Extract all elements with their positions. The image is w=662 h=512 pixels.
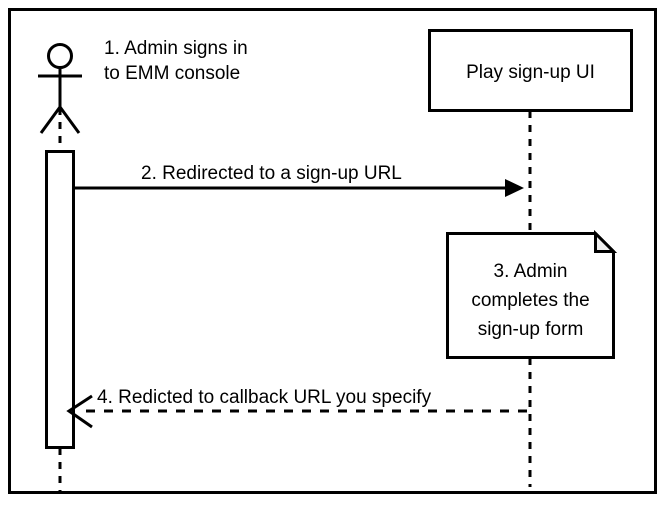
step-1-line-1: 1. Admin signs in xyxy=(104,38,248,59)
note-shape xyxy=(446,229,618,359)
step-1-line-2: to EMM console xyxy=(104,63,240,84)
participant-label: Play sign-up UI xyxy=(466,62,595,83)
note-line-2: completes the xyxy=(471,290,589,311)
actor-activation-bar xyxy=(45,150,75,449)
message-4-arrowhead-icon xyxy=(66,394,93,429)
note-fold-corner-icon xyxy=(594,229,618,253)
participant-box xyxy=(428,29,633,112)
note-line-3: sign-up form xyxy=(478,319,584,340)
message-2-label: 2. Redirected to a sign-up URL xyxy=(141,163,402,184)
message-2-arrowhead-icon xyxy=(505,179,524,197)
stick-figure-icon xyxy=(38,43,82,134)
note-line-1: 3. Admin xyxy=(494,261,568,282)
message-4-label: 4. Redicted to callback URL you specify xyxy=(97,387,432,408)
